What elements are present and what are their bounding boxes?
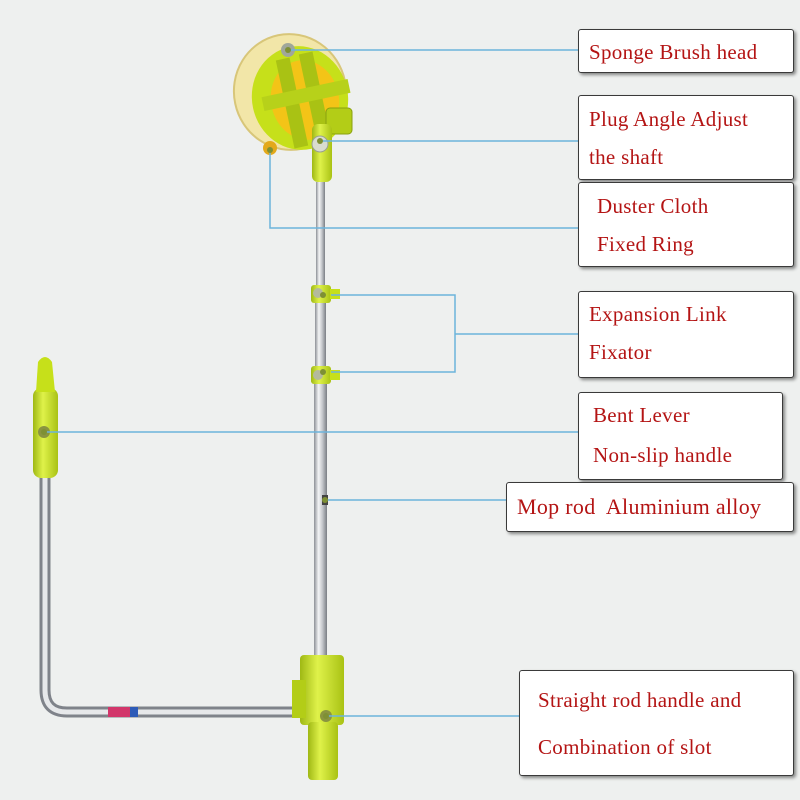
label-bent-lever-handle: Bent Lever Non-slip handle bbox=[578, 392, 783, 480]
label-text-line-2: Combination of slot bbox=[538, 735, 712, 759]
label-mop-rod: Mop rod Aluminium alloy bbox=[506, 482, 794, 532]
label-text: Sponge Brush head bbox=[589, 40, 758, 64]
label-text-line-2: the shaft bbox=[589, 145, 664, 169]
sponge-brush-head bbox=[232, 33, 351, 155]
label-plug-angle-adjust: Plug Angle Adjust the shaft bbox=[578, 95, 794, 180]
label-text-line-2: Fixator bbox=[589, 340, 652, 364]
label-expansion-link-fixator: Expansion Link Fixator bbox=[578, 291, 794, 378]
label-text-line-1: Duster Cloth bbox=[597, 194, 709, 218]
leader-lines bbox=[44, 49, 578, 717]
label-text-line-1: Plug Angle Adjust bbox=[589, 107, 749, 131]
telescopic-mop-rod bbox=[314, 182, 328, 664]
label-text: Mop rod Aluminium alloy bbox=[517, 494, 762, 519]
label-straight-rod-handle: Straight rod handle and Combination of s… bbox=[519, 670, 794, 776]
label-text-line-1: Expansion Link bbox=[589, 302, 727, 326]
label-duster-cloth-fixed-ring: Duster Cloth Fixed Ring bbox=[578, 182, 794, 267]
label-text-line-2: Fixed Ring bbox=[597, 232, 694, 256]
straight-rod-handle-slot bbox=[292, 655, 344, 780]
leader-dots bbox=[41, 47, 329, 719]
label-sponge-brush-head: Sponge Brush head bbox=[578, 29, 794, 73]
label-text-line-2: Non-slip handle bbox=[593, 443, 733, 467]
label-text-line-1: Bent Lever bbox=[593, 403, 690, 427]
label-text-line-1: Straight rod handle and bbox=[538, 688, 742, 712]
bent-lever-handle bbox=[33, 357, 310, 718]
